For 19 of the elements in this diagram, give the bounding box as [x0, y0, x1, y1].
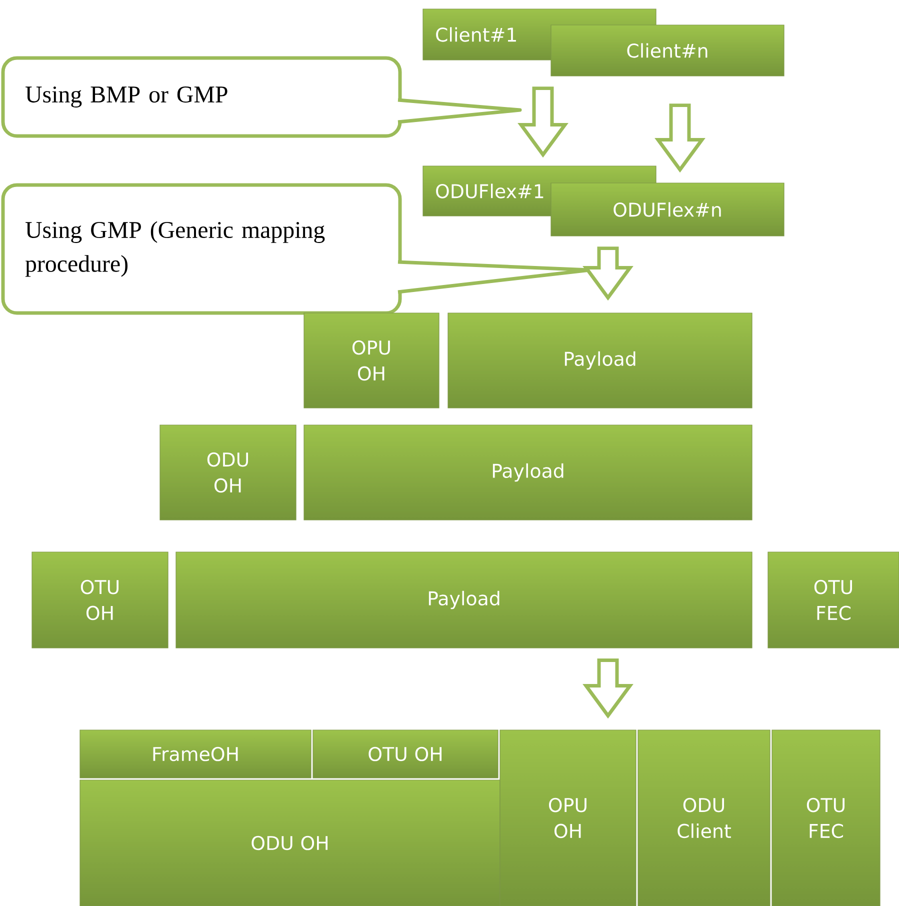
block: OPU OH [500, 730, 636, 906]
block: FrameOH [80, 730, 312, 778]
block-arrow [518, 86, 568, 158]
block: Payload [176, 552, 752, 648]
block-arrow [582, 246, 634, 301]
block: OTU FEC [772, 730, 880, 906]
block: Payload [304, 424, 752, 520]
block: Client#n [550, 24, 784, 76]
block: OPU OH [304, 312, 440, 408]
callout-box: Using BMP or GMP [1, 56, 522, 138]
block: ODU Client [638, 730, 770, 906]
block: OTU OH [312, 730, 498, 778]
block-arrow [582, 658, 634, 719]
block: ODUFlex#n [550, 182, 784, 236]
block: ODU OH [160, 424, 296, 520]
block: OTU FEC [768, 552, 899, 648]
block: Payload [448, 312, 752, 408]
block: OTU OH [32, 552, 168, 648]
block-arrow [654, 104, 706, 173]
